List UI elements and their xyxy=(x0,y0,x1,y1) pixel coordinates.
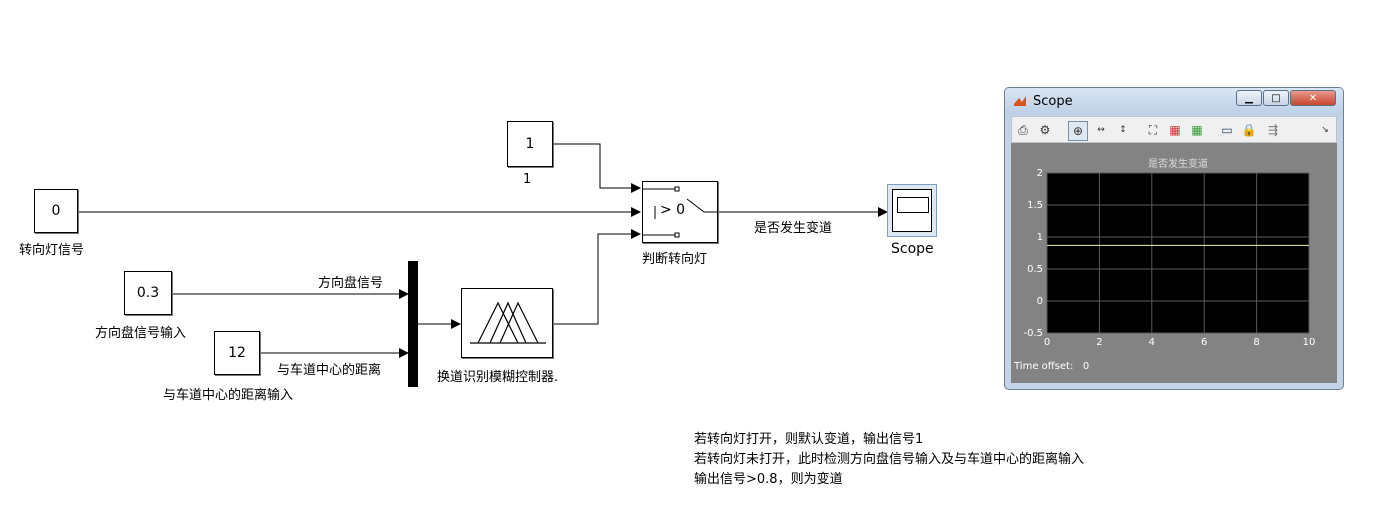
signal-selection-icon[interactable]: ⇶ xyxy=(1267,123,1279,137)
x-tick-label: 6 xyxy=(1201,337,1207,348)
y-tick-label: 1.5 xyxy=(1027,200,1043,211)
mux-block[interactable] xyxy=(408,261,418,387)
zoom-in-icon[interactable]: ⊕ xyxy=(1068,121,1088,141)
steering-input-value: 0.3 xyxy=(136,285,160,301)
y-tick-label: 0 xyxy=(1037,296,1043,307)
constant-one-value: 1 xyxy=(525,136,535,152)
scope-toolbar: ⎙ ⚙ ⊕ ↔ ↕ ⛶ ▦ ▦ ▭ 🔒 ⇶ ↘ xyxy=(1011,116,1337,143)
x-tick-label: 8 xyxy=(1253,337,1259,348)
scope-block[interactable] xyxy=(887,184,937,237)
switch-threshold: > 0 xyxy=(660,202,686,218)
x-tick-label: 2 xyxy=(1096,337,1102,348)
zoom-x-icon[interactable]: ↔ xyxy=(1097,125,1105,135)
switch-icon xyxy=(643,186,717,238)
output-signal-label: 是否发生变道 xyxy=(754,221,833,236)
dock-arrow-icon[interactable]: ↘ xyxy=(1321,125,1329,135)
scope-screen-icon xyxy=(897,197,929,213)
distance-input-value: 12 xyxy=(228,345,246,361)
switch-block[interactable]: > 0 xyxy=(642,181,718,243)
steering-input-block[interactable]: 0.3 xyxy=(124,271,172,315)
y-tick-label: 2 xyxy=(1037,168,1043,179)
y-tick-label: 0.5 xyxy=(1027,264,1043,275)
fuzzy-controller-block[interactable] xyxy=(461,288,553,358)
turn-signal-label: 转向灯信号 xyxy=(19,243,85,258)
time-offset: Time offset: 0 xyxy=(1014,361,1089,372)
plot-background xyxy=(1047,173,1309,333)
distance-input-block[interactable]: 12 xyxy=(214,331,260,375)
y-tick-label: -0.5 xyxy=(1023,328,1043,339)
close-icon: ✕ xyxy=(1308,92,1318,104)
x-tick-label: 0 xyxy=(1044,337,1050,348)
distance-signal-label: 与车道中心的距离 xyxy=(277,363,382,378)
steering-signal-label: 方向盘信号 xyxy=(318,276,384,291)
scope-window-title: Scope xyxy=(1033,94,1073,109)
constant-one-block[interactable]: 1 xyxy=(507,121,553,167)
maximize-icon: □ xyxy=(1271,92,1281,104)
wire-const-one-to-switch xyxy=(553,143,641,193)
x-tick-label: 10 xyxy=(1303,337,1316,348)
turn-signal-value: 0 xyxy=(51,203,61,219)
time-offset-value: 0 xyxy=(1082,361,1090,372)
membership-functions-icon xyxy=(470,301,546,344)
settings-icon[interactable]: ⚙ xyxy=(1039,123,1051,137)
scope-window: Scope ▁ □ ✕ ⎙ ⚙ ⊕ ↔ ↕ ⛶ ▦ ▦ ▭ 🔒 ⇶ ↘ 0 2 4 6… xyxy=(1004,87,1344,390)
floating-scope-icon[interactable]: ▭ xyxy=(1221,123,1233,137)
note-line: 输出信号>0.8，则为变道 xyxy=(694,472,843,487)
constant-one-label: 1 xyxy=(523,172,532,187)
distance-input-label: 与车道中心的距离输入 xyxy=(163,388,294,403)
restore-axes-icon[interactable]: ▦ xyxy=(1191,123,1203,137)
scope-block-label: Scope xyxy=(891,241,934,257)
note-line: 若转向灯打开，则默认变道，输出信号1 xyxy=(694,432,924,447)
scope-title-bar[interactable]: Scope ▁ □ ✕ xyxy=(1005,88,1343,115)
matlab-logo-icon xyxy=(1014,96,1026,106)
x-tick-label: 4 xyxy=(1149,337,1155,348)
print-icon[interactable]: ⎙ xyxy=(1018,122,1028,137)
note-line: 若转向灯未打开，此时检测方向盘信号输入及与车道中心的距离输入 xyxy=(694,452,1085,467)
time-offset-label: Time offset: xyxy=(1014,361,1074,372)
save-axes-icon[interactable]: ▦ xyxy=(1169,123,1181,137)
wire-fuzzy-to-switch xyxy=(553,229,641,325)
turn-signal-block[interactable]: 0 xyxy=(34,189,78,233)
fuzzy-controller-label: 换道识别模糊控制器. xyxy=(437,370,559,385)
switch-label: 判断转向灯 xyxy=(642,252,708,267)
zoom-y-icon[interactable]: ↕ xyxy=(1119,125,1127,135)
autoscale-icon[interactable]: ⛶ xyxy=(1148,122,1158,137)
minimize-icon: ▁ xyxy=(1245,92,1253,104)
chart-title: 是否发生变道 xyxy=(1148,157,1208,170)
close-button[interactable]: ✕ xyxy=(1290,90,1336,106)
note-list: 若转向灯打开，则默认变道，输出信号1 若转向灯未打开，此时检测方向盘信号输入及与… xyxy=(694,430,1084,490)
minimize-button[interactable]: ▁ xyxy=(1236,90,1262,106)
lock-icon[interactable]: 🔒 xyxy=(1241,123,1257,137)
y-tick-label: 1 xyxy=(1037,232,1043,243)
maximize-button[interactable]: □ xyxy=(1263,90,1289,106)
steering-input-label: 方向盘信号输入 xyxy=(95,326,187,341)
